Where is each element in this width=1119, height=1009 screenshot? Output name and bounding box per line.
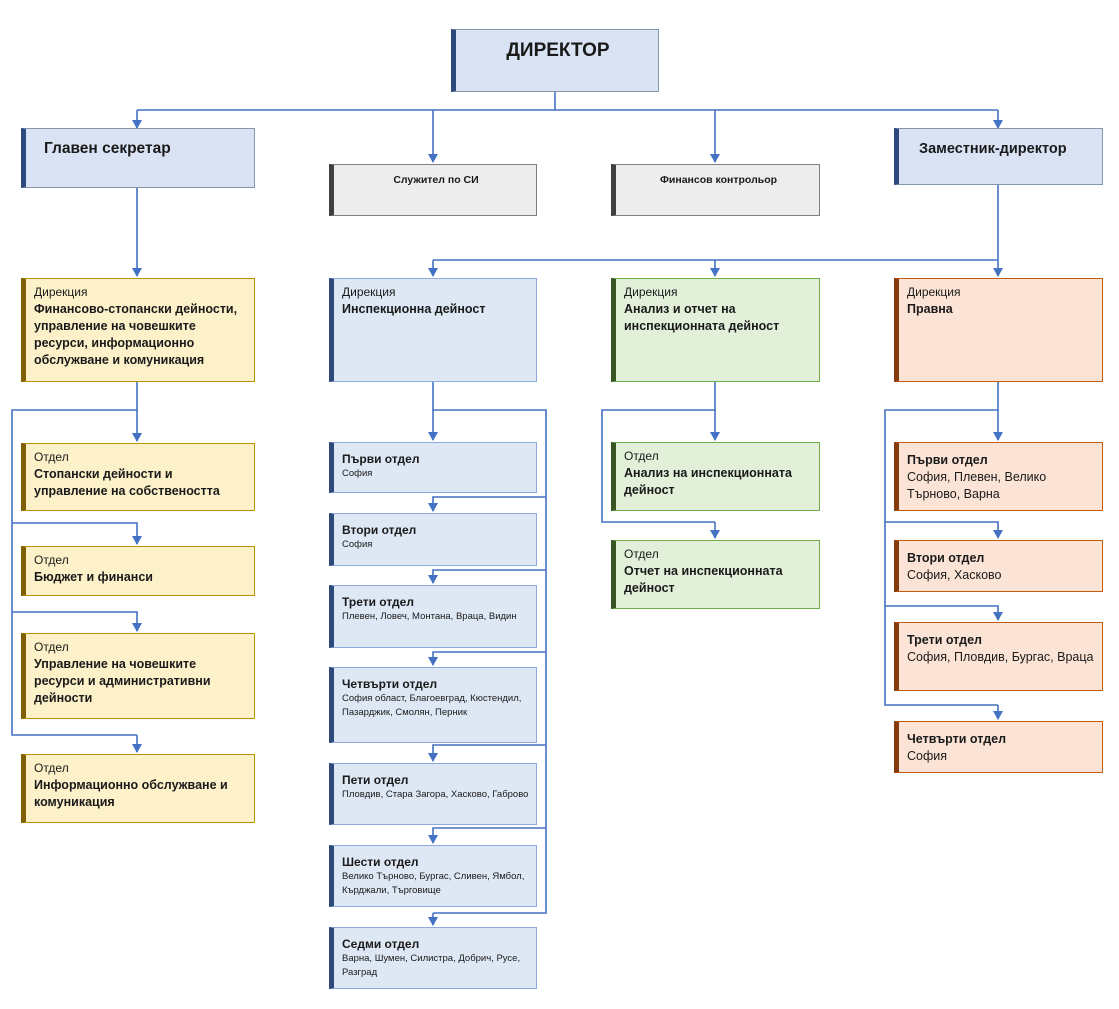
legal-department-1-box[interactable]: Първи отдел София, Плевен, Велико Търнов… bbox=[894, 442, 1103, 511]
inspection-department-4-locations: София област, Благоевград, Кюстендил, Па… bbox=[342, 693, 522, 718]
si-officer-box[interactable]: Служител по СИ bbox=[329, 164, 537, 216]
legal-department-3-locations: София, Пловдив, Бургас, Враца bbox=[907, 650, 1094, 664]
legal-department-2-box[interactable]: Втори отдел София, Хасково bbox=[894, 540, 1103, 592]
finance-department-1-box[interactable]: Отдел Стопански дейности и управление на… bbox=[21, 443, 255, 511]
finance-department-4-name: Информационно обслужване и комуникация bbox=[34, 778, 228, 809]
finance-department-1-name: Стопански дейности и управление на собст… bbox=[34, 467, 220, 498]
legal-department-4-box[interactable]: Четвърти отдел София bbox=[894, 721, 1103, 773]
directorate-analysis-name: Анализ и отчет на инспекционната дейност bbox=[624, 302, 780, 333]
finance-department-2-name: Бюджет и финанси bbox=[34, 570, 153, 584]
deputy-director-box[interactable]: Заместник-директор bbox=[894, 128, 1103, 185]
inspection-department-3-box[interactable]: Трети отдел Плевен, Ловеч, Монтана, Врац… bbox=[329, 585, 537, 648]
legal-department-2-locations: София, Хасково bbox=[907, 568, 1002, 582]
inspection-department-2-box[interactable]: Втори отдел София bbox=[329, 513, 537, 566]
department-label: Отдел bbox=[34, 450, 69, 464]
connector-legal-d2 bbox=[885, 521, 1003, 539]
inspection-department-7-name: Седми отдел bbox=[342, 937, 420, 951]
inspection-department-4-box[interactable]: Четвърти отдел София област, Благоевград… bbox=[329, 667, 537, 743]
legal-department-1-name: Първи отдел bbox=[907, 453, 988, 467]
si-officer-title: Служител по СИ bbox=[393, 174, 479, 186]
directorate-label: Дирекция bbox=[624, 285, 678, 299]
connector-finance-d2 bbox=[12, 522, 142, 545]
directorate-finance-box[interactable]: Дирекция Финансово-стопански дейности, у… bbox=[21, 278, 255, 382]
legal-department-4-locations: София bbox=[907, 749, 948, 763]
inspection-department-3-locations: Плевен, Ловеч, Монтана, Враца, Видин bbox=[342, 611, 517, 622]
financial-controller-box[interactable]: Финансов контрольор bbox=[611, 164, 820, 216]
department-label: Отдел bbox=[34, 761, 69, 775]
analysis-department-1-name: Анализ на инспекционната дейност bbox=[624, 466, 792, 497]
finance-department-3-box[interactable]: Отдел Управление на човешките ресурси и … bbox=[21, 633, 255, 719]
inspection-department-2-locations: София bbox=[342, 539, 373, 550]
directorate-legal-name: Правна bbox=[907, 302, 953, 316]
analysis-department-2-box[interactable]: Отдел Отчет на инспекционната дейност bbox=[611, 540, 820, 609]
inspection-department-1-locations: София bbox=[342, 468, 373, 479]
directorate-analysis-box[interactable]: Дирекция Анализ и отчет на инспекционнат… bbox=[611, 278, 820, 382]
director-box[interactable]: ДИРЕКТОР bbox=[451, 29, 659, 92]
connector-inspection-d3 bbox=[428, 569, 546, 584]
inspection-department-6-box[interactable]: Шести отдел Велико Търново, Бургас, Слив… bbox=[329, 845, 537, 907]
inspection-department-1-name: Първи отдел bbox=[342, 452, 420, 466]
connector-finance-d3 bbox=[12, 611, 142, 632]
inspection-department-4-name: Четвърти отдел bbox=[342, 677, 438, 691]
inspection-department-3-name: Трети отдел bbox=[342, 595, 414, 609]
inspection-department-7-locations: Варна, Шумен, Силистра, Добрич, Русе, Ра… bbox=[342, 953, 521, 978]
inspection-department-5-locations: Пловдив, Стара Загора, Хасково, Габрово bbox=[342, 789, 529, 800]
directorate-label: Дирекция bbox=[342, 285, 396, 299]
department-label: Отдел bbox=[624, 449, 659, 463]
connector-inspection-d5 bbox=[428, 744, 546, 762]
connector-inspection-d6 bbox=[428, 827, 546, 844]
analysis-department-2-name: Отчет на инспекционната дейност bbox=[624, 564, 783, 595]
directorate-inspection-name: Инспекционна дейност bbox=[342, 302, 486, 316]
financial-controller-title: Финансов контрольор bbox=[659, 174, 778, 186]
department-label: Отдел bbox=[624, 547, 659, 561]
legal-department-3-name: Трети отдел bbox=[907, 633, 982, 647]
connector-inspection-d2 bbox=[428, 496, 546, 512]
legal-department-4-name: Четвърти отдел bbox=[907, 732, 1007, 746]
inspection-department-1-box[interactable]: Първи отдел София bbox=[329, 442, 537, 493]
analysis-department-1-box[interactable]: Отдел Анализ на инспекционната дейност bbox=[611, 442, 820, 511]
inspection-department-6-locations: Велико Търново, Бургас, Сливен, Ямбол, К… bbox=[342, 871, 525, 896]
finance-department-2-box[interactable]: Отдел Бюджет и финанси bbox=[21, 546, 255, 596]
directorate-label: Дирекция bbox=[907, 285, 961, 299]
legal-department-1-locations: София, Плевен, Велико Търново, Варна bbox=[907, 470, 1047, 501]
director-title: ДИРЕКТОР bbox=[506, 40, 610, 61]
connector-inspection-d4 bbox=[428, 651, 546, 666]
inspection-department-6-name: Шести отдел bbox=[342, 855, 419, 869]
legal-department-2-name: Втори отдел bbox=[907, 551, 985, 565]
directorate-legal-box[interactable]: Дирекция Правна bbox=[894, 278, 1103, 382]
inspection-department-5-name: Пети отдел bbox=[342, 773, 409, 787]
chief-secretary-box[interactable]: Главен секретар bbox=[21, 128, 255, 188]
legal-department-3-box[interactable]: Трети отдел София, Пловдив, Бургас, Врац… bbox=[894, 622, 1103, 691]
finance-department-3-name: Управление на човешките ресурси и админи… bbox=[34, 657, 211, 705]
inspection-department-7-box[interactable]: Седми отдел Варна, Шумен, Силистра, Добр… bbox=[329, 927, 537, 989]
department-label: Отдел bbox=[34, 640, 69, 654]
inspection-department-5-box[interactable]: Пети отдел Пловдив, Стара Загора, Хасков… bbox=[329, 763, 537, 825]
finance-department-4-box[interactable]: Отдел Информационно обслужване и комуник… bbox=[21, 754, 255, 823]
deputy-director-title: Заместник-директор bbox=[919, 141, 1067, 157]
chief-secretary-title: Главен секретар bbox=[44, 140, 171, 157]
department-label: Отдел bbox=[34, 553, 69, 567]
directorate-inspection-box[interactable]: Дирекция Инспекционна дейност bbox=[329, 278, 537, 382]
directorate-finance-name: Финансово-стопански дейности, управление… bbox=[34, 302, 238, 367]
connector-legal-d3 bbox=[885, 605, 1003, 621]
inspection-department-2-name: Втори отдел bbox=[342, 523, 417, 537]
directorate-label: Дирекция bbox=[34, 285, 88, 299]
